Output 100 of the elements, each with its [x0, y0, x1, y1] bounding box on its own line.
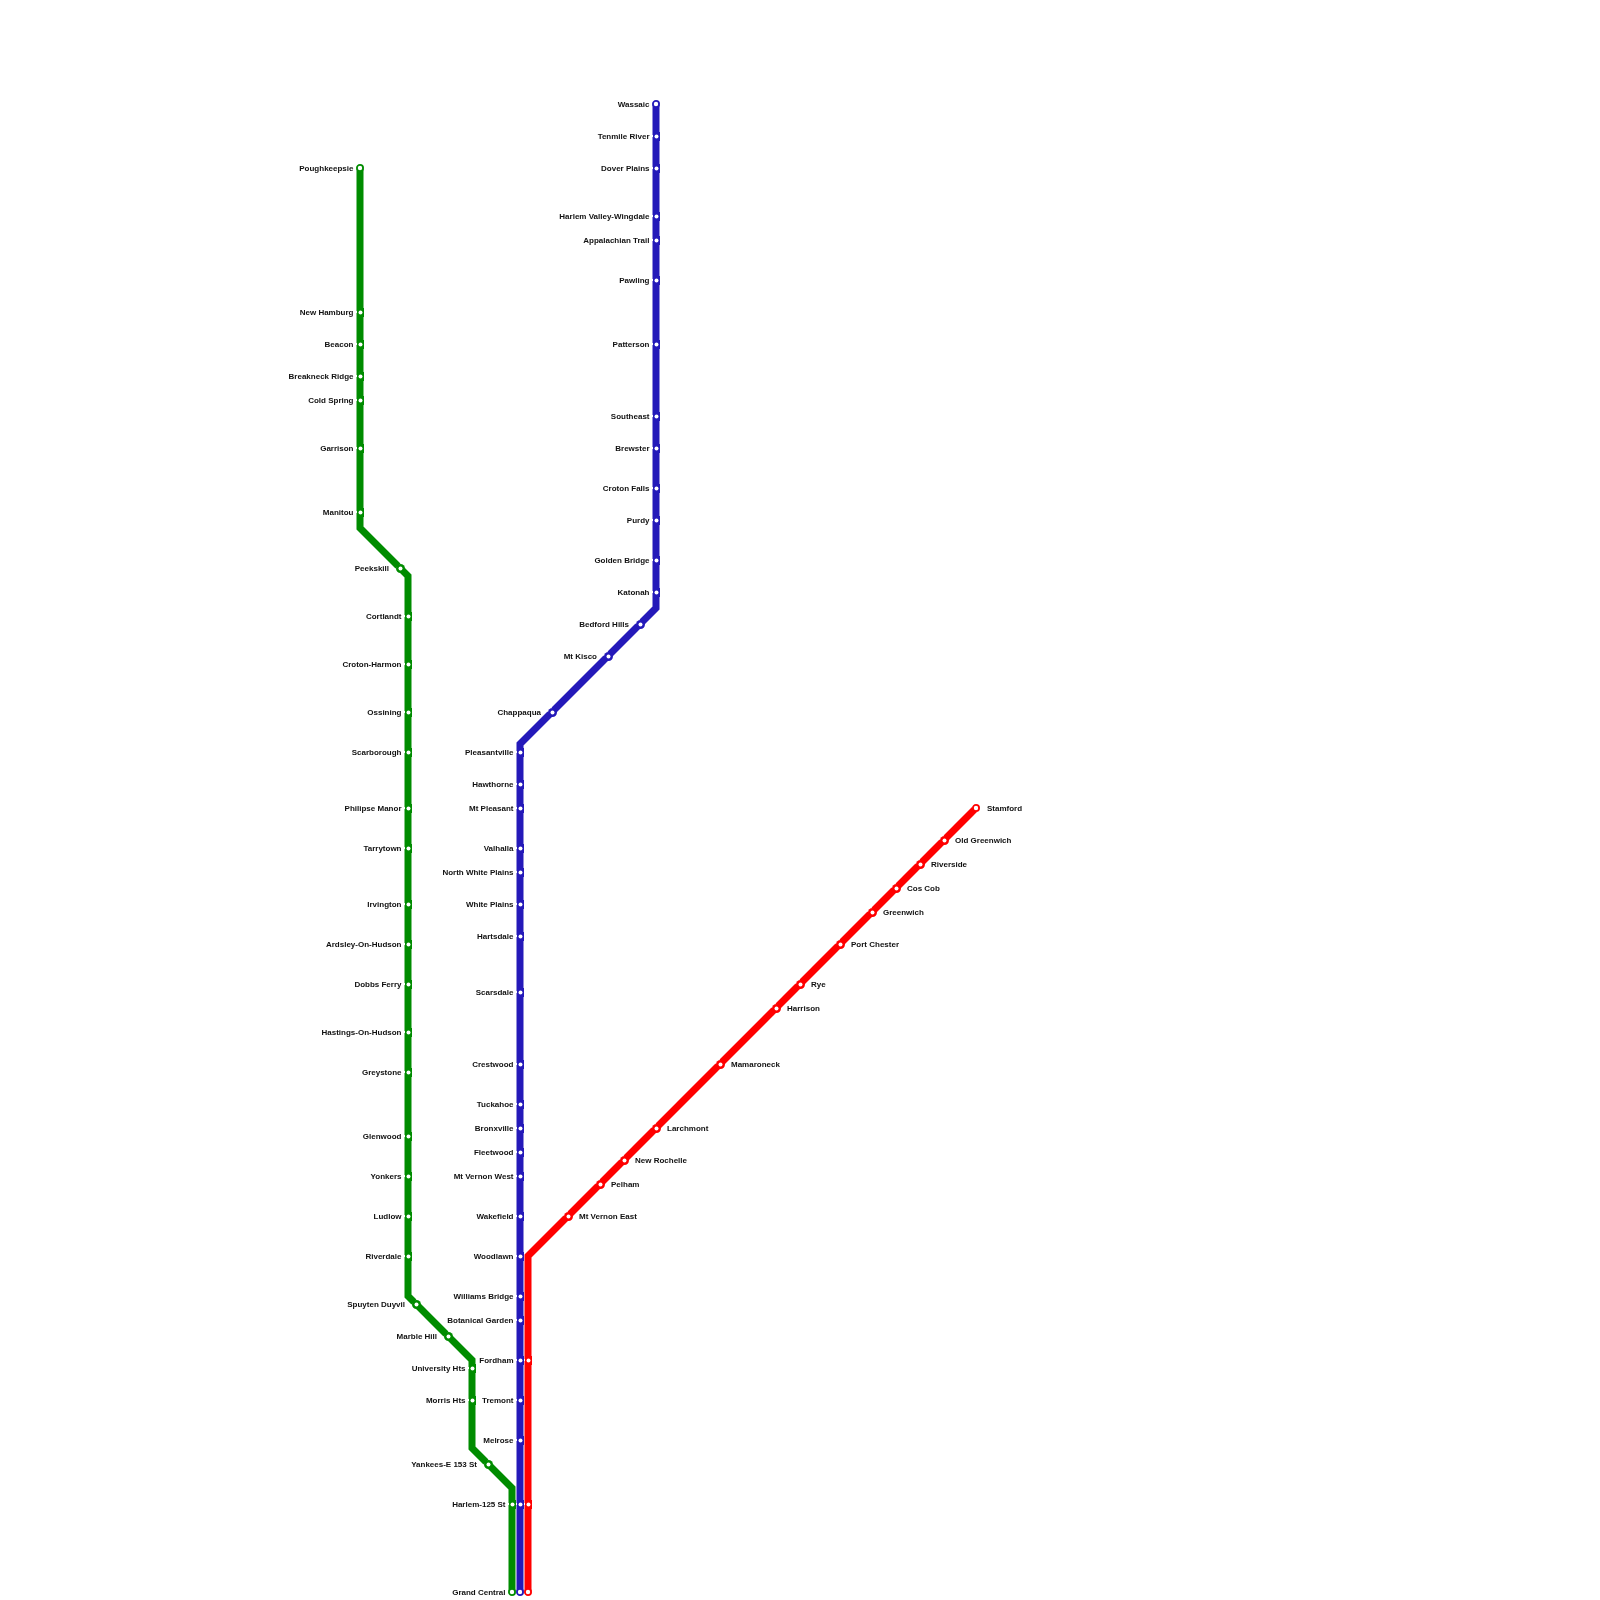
- station-name: Golden Bridge: [594, 555, 650, 565]
- station-name: Dover Plains: [601, 163, 650, 173]
- rail-line: [657, 1065, 719, 1127]
- rail-line: [945, 808, 976, 839]
- station-name: Glenwood: [362, 1131, 402, 1141]
- station-name: Purdy: [626, 515, 650, 525]
- station-name: Grand Central: [452, 1587, 506, 1597]
- station-name: Larchmont: [667, 1123, 709, 1133]
- station-name: Katonah: [617, 587, 650, 597]
- station-name: Hartsdale: [477, 931, 514, 941]
- station-name: Manitou: [322, 507, 354, 517]
- station-name: Croton Falls: [602, 483, 650, 493]
- station-name: Greenwich: [883, 907, 924, 917]
- station-name: Harlem-125 St: [452, 1499, 506, 1509]
- station-name: Pelham: [611, 1179, 640, 1189]
- station-name: Wassaic: [617, 99, 650, 109]
- station-name: Riverdale: [365, 1251, 402, 1261]
- station-name: Pawling: [619, 275, 650, 285]
- station-name: Harlem Valley-Wingdale: [559, 211, 650, 221]
- station-name: Ossining: [367, 707, 402, 717]
- station-name: Fordham: [479, 1355, 514, 1365]
- station-name: New Hamburg: [299, 307, 354, 317]
- rail-line: [356, 169, 364, 311]
- station-name: Bronxville: [474, 1123, 514, 1133]
- station-name: Old Greenwich: [955, 835, 1012, 845]
- station-name: Williams Bridge: [453, 1291, 514, 1301]
- rail-line: [417, 1305, 447, 1335]
- station-name: Mt Kisco: [563, 651, 597, 661]
- rail-line: [921, 841, 943, 863]
- station-name: Philipse Manor: [344, 803, 402, 813]
- station-name: Ardsley-On-Hudson: [325, 939, 402, 949]
- station-name: University Hts: [411, 1363, 466, 1373]
- station-name: Harrison: [787, 1003, 820, 1013]
- rail-line: [625, 1129, 655, 1159]
- station-name: Tenmile River: [597, 131, 650, 141]
- station-name: Yankees-E 153 St: [411, 1459, 477, 1469]
- station-name: Cold Spring: [308, 395, 354, 405]
- station-name: Marble Hill: [396, 1331, 437, 1341]
- station-name: Wakefield: [476, 1211, 514, 1221]
- station-name: Dobbs Ferry: [354, 979, 402, 989]
- station-name: Cortlandt: [365, 611, 402, 621]
- station-name: Beacon: [324, 339, 354, 349]
- station-name: Yonkers: [370, 1171, 402, 1181]
- station-name: Mt Pleasant: [469, 803, 514, 813]
- station-name: Valhalla: [483, 843, 514, 853]
- station-name: Pleasantville: [465, 747, 514, 757]
- rail-line: [841, 913, 871, 943]
- station-name: Hastings-On-Hudson: [321, 1027, 402, 1037]
- station-name: Brewster: [615, 443, 650, 453]
- station-name: New Rochelle: [635, 1155, 687, 1165]
- station-name: Garrison: [320, 443, 354, 453]
- station-name: Breakneck Ridge: [288, 371, 354, 381]
- station-name: Mt Vernon West: [453, 1171, 514, 1181]
- rail-line: [777, 985, 799, 1007]
- rail-line: [489, 1465, 516, 1503]
- station-name: Cos Cob: [907, 883, 940, 893]
- rail-line: [652, 105, 660, 135]
- station-name: Crestwood: [472, 1059, 514, 1069]
- station-name: Woodlawn: [473, 1251, 514, 1261]
- station-name: Scarborough: [351, 747, 402, 757]
- station-name: Mamaroneck: [731, 1059, 780, 1069]
- rail-line: [609, 625, 639, 655]
- station-name: Tarrytown: [363, 843, 402, 853]
- station-name: Poughkeepsie: [299, 163, 354, 173]
- station-name: Mt Vernon East: [579, 1211, 637, 1221]
- rail-line: [897, 865, 919, 887]
- rail-line: [449, 1337, 476, 1367]
- station-name: White Plains: [465, 899, 514, 909]
- station-name: Tremont: [481, 1395, 514, 1405]
- station-name: Southeast: [610, 411, 650, 421]
- station-name: Botanical Garden: [447, 1315, 514, 1325]
- station-name: Rye: [811, 979, 826, 989]
- rail-line: [516, 713, 551, 751]
- station-name: Spuyten Duyvil: [347, 1299, 405, 1309]
- rail-line: [721, 1009, 775, 1063]
- rail-line: [873, 889, 895, 911]
- station-name: Hawthorne: [472, 779, 514, 789]
- station-name: Stamford: [987, 803, 1023, 813]
- station-name: Chappaqua: [497, 707, 541, 717]
- station-name: Ludlow: [373, 1211, 402, 1221]
- station-name: Patterson: [612, 339, 650, 349]
- station-name: Scarsdale: [475, 987, 514, 997]
- station-name: Port Chester: [851, 939, 899, 949]
- station-name: North White Plains: [442, 867, 514, 877]
- station-name: Croton-Harmon: [342, 659, 402, 669]
- station-name: Peekskill: [354, 563, 389, 573]
- station-name: Greystone: [361, 1067, 402, 1077]
- station-name: Fleetwood: [473, 1147, 514, 1157]
- station-name: Melrose: [483, 1435, 514, 1445]
- rail-line: [601, 1161, 623, 1183]
- rail-line: [569, 1185, 599, 1215]
- rail-line: [801, 945, 839, 983]
- rail-line: [553, 657, 607, 711]
- station-name: Riverside: [931, 859, 968, 869]
- station-name: Tuckahoe: [476, 1099, 514, 1109]
- station-name: Irvington: [367, 899, 402, 909]
- rail-line: [401, 569, 412, 615]
- station-name: Bedford Hills: [579, 619, 629, 629]
- rail-line: [524, 1217, 567, 1359]
- station-name: Morris Hts: [425, 1395, 466, 1405]
